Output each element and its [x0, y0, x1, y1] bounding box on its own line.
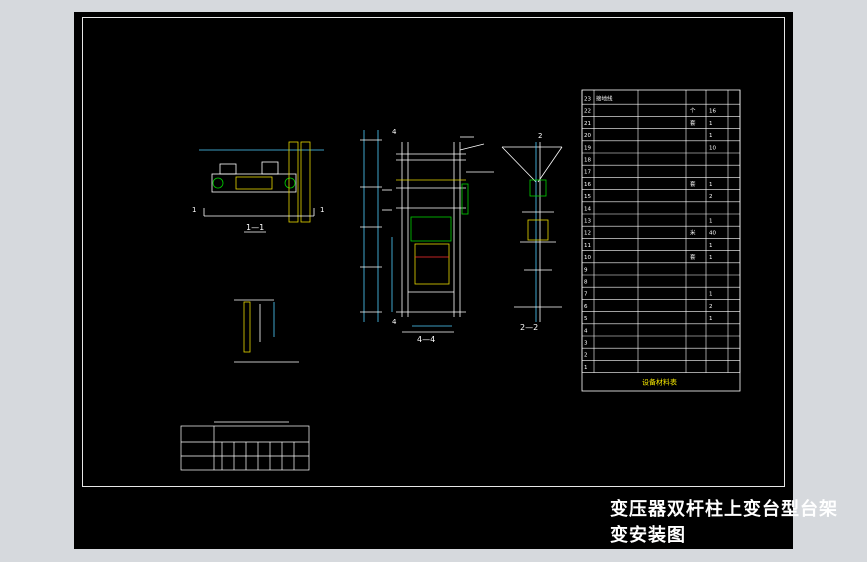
- table-cell-qty: 2: [709, 304, 713, 310]
- table-cell-unit: 套: [690, 253, 696, 261]
- table-cell-qty: 1: [709, 316, 713, 322]
- section-mark-4-bottom: 4: [392, 318, 397, 326]
- table-cell-qty: 1: [709, 292, 713, 298]
- table-cell-no: 5: [584, 316, 588, 322]
- cad-viewport[interactable]: 1 1 1—1: [74, 12, 837, 549]
- section-mark-4-top: 4: [392, 128, 397, 136]
- section-mark-2-top: 2: [538, 132, 542, 140]
- main-elevation: 4—4 4 4: [360, 128, 494, 344]
- table-cell-no: 6: [584, 304, 588, 310]
- table-cell-no: 15: [584, 194, 591, 200]
- drawing-canvas: 1 1 1—1: [180, 89, 741, 471]
- view-1-1-detail: 1 1 1—1: [192, 141, 324, 233]
- table-cell-no: 3: [584, 341, 588, 347]
- view-2-2-label: 2—2: [520, 323, 538, 332]
- table-cell-no: 11: [584, 243, 591, 249]
- table-cell-no: 10: [584, 255, 591, 261]
- table-cell-no: 13: [584, 219, 591, 225]
- dimension-schedule-table: [180, 421, 310, 471]
- section-mark-1-left: 1: [192, 206, 196, 214]
- table-cell-no: 22: [584, 109, 591, 115]
- view-4-4-label: 4—4: [417, 335, 435, 344]
- table-cell-qty: 1: [709, 255, 713, 261]
- table-cell-qty: 1: [709, 121, 713, 127]
- table-cell-no: 14: [584, 206, 591, 212]
- table-cell-no: 23: [584, 97, 591, 103]
- table-cell-qty: 2: [709, 194, 713, 200]
- table-cell-qty: 1: [709, 219, 713, 225]
- table-cell-no: 18: [584, 158, 591, 164]
- section-mark-1-right: 1: [320, 206, 324, 214]
- anchor-detail: [234, 299, 299, 363]
- table-cell-no: 7: [584, 292, 588, 298]
- table-cell-no: 16: [584, 182, 591, 188]
- table-cell-no: 4: [584, 328, 588, 334]
- material-table-footer-label: 设备材料表: [642, 378, 677, 387]
- table-cell-no: 20: [584, 133, 591, 139]
- table-cell-unit: 套: [690, 180, 696, 188]
- table-cell-unit: 套: [690, 119, 696, 127]
- table-cell-qty: 1: [709, 182, 713, 188]
- table-cell-no: 1: [584, 365, 588, 371]
- table-cell-no: 19: [584, 145, 591, 151]
- table-cell-no: 2: [584, 353, 588, 359]
- table-cell-qty: 16: [709, 109, 716, 115]
- drawing-sheet-border: [82, 17, 785, 487]
- table-cell-no: 12: [584, 231, 591, 237]
- table-cell-name: 接地线: [596, 95, 613, 103]
- table-cell-qty: 1: [709, 243, 713, 249]
- table-cell-unit: 个: [690, 108, 696, 115]
- table-cell-unit: 米: [690, 229, 696, 237]
- table-cell-no: 21: [584, 121, 591, 127]
- table-cell-qty: 1: [709, 133, 713, 139]
- table-cell-no: 17: [584, 170, 591, 176]
- table-cell-no: 8: [584, 280, 588, 286]
- view-2-2-side: 2—2 2: [501, 132, 563, 332]
- table-cell-qty: 40: [709, 231, 716, 237]
- table-cell-no: 9: [584, 267, 588, 273]
- table-cell-qty: 10: [709, 145, 716, 151]
- view-1-1-label: 1—1: [246, 223, 264, 232]
- drawing-title-line-1: 变压器双杆柱上变台型台架: [610, 499, 838, 520]
- drawing-title-line-2: 变安装图: [610, 525, 686, 546]
